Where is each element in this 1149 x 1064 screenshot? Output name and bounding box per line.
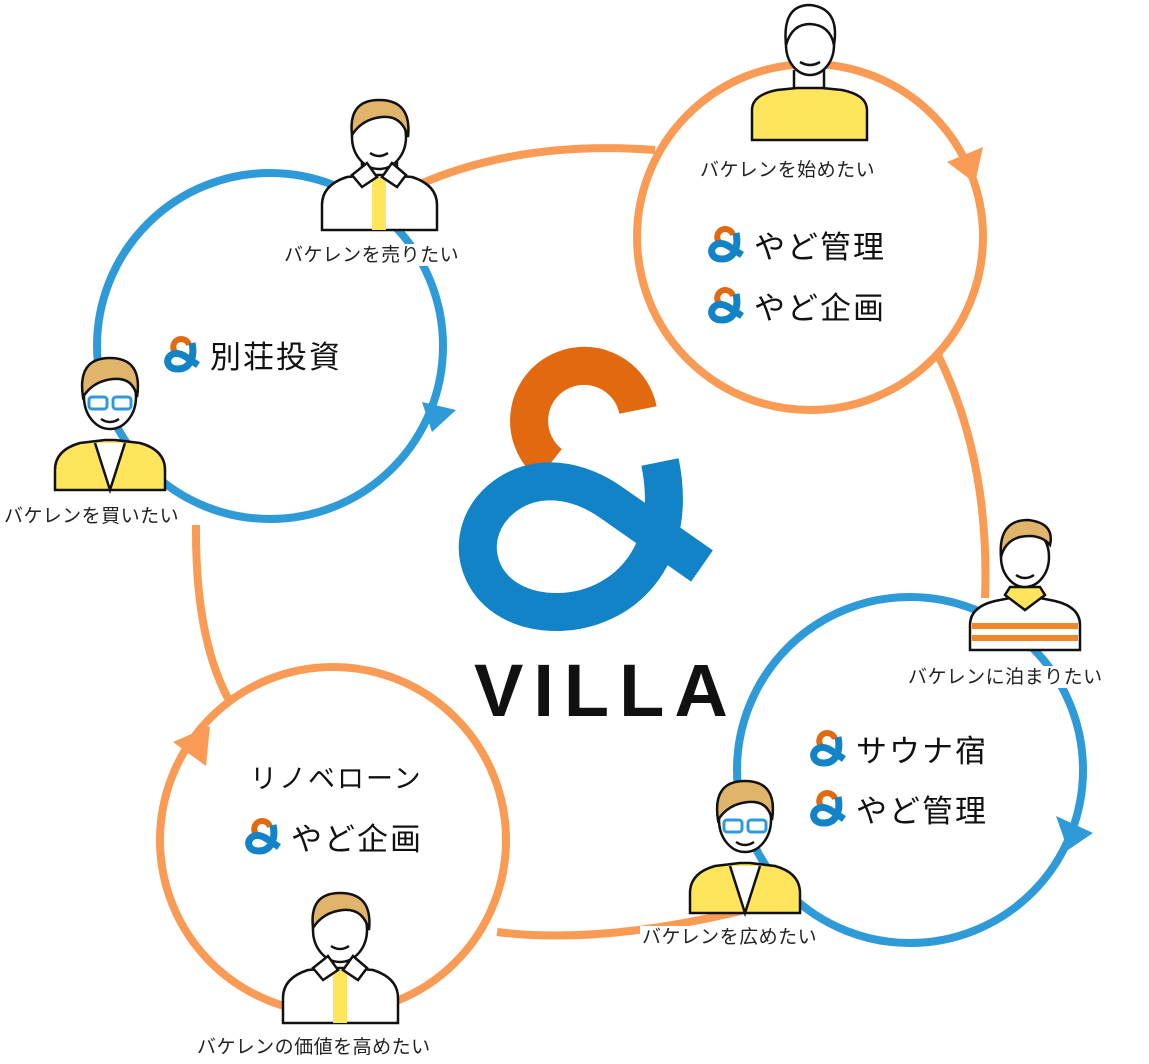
person-spread-icon <box>688 779 802 918</box>
persona-label-stay: バケレンに泊まりたい <box>906 666 1105 688</box>
arrow-investment-icon <box>422 402 456 432</box>
villa-wordmark: VILLA <box>474 649 738 732</box>
ampersand-icon <box>808 729 848 769</box>
ampersand-icon <box>706 225 746 265</box>
service-label: 別荘投資 <box>210 340 342 376</box>
connector-sell-to-start <box>416 144 656 189</box>
person-buy-icon <box>53 356 167 495</box>
arrow-stay-icon <box>1056 816 1093 850</box>
service-start-management: やど管理 <box>706 222 886 267</box>
persona-label-sell: バケレンを売りたい <box>282 244 462 266</box>
person-stay-icon <box>968 518 1082 652</box>
ampersand-icon <box>706 286 746 326</box>
service-stay-management: やど管理 <box>808 786 988 831</box>
service-start-planning: やど企画 <box>706 283 886 328</box>
persona-label-buy: バケレンを買いたい <box>2 505 182 527</box>
arrow-value-icon <box>173 726 210 766</box>
connector-start-to-stay <box>934 353 990 599</box>
service-label: やど企画 <box>291 822 423 858</box>
service-investment: 別荘投資 <box>162 332 342 377</box>
connector-buy-to-value <box>191 524 234 704</box>
person-sell-icon <box>320 98 439 232</box>
service-label: やど管理 <box>856 794 988 830</box>
connector-value-to-spread <box>496 906 746 940</box>
arrow-start-icon <box>947 147 983 183</box>
persona-label-start: バケレンを始めたい <box>698 159 878 181</box>
persona-label-spread: バケレンを広めたい <box>640 926 820 948</box>
service-value-planning: やど企画 <box>243 814 423 859</box>
person-start-icon <box>750 3 869 142</box>
service-label: やど管理 <box>754 230 886 266</box>
ampersand-icon <box>162 335 202 375</box>
connector-arcs <box>191 144 990 940</box>
service-label: やど企画 <box>754 291 886 327</box>
ampersand-logo-icon <box>458 346 713 632</box>
ring-investment <box>93 169 447 523</box>
person-value-icon <box>281 891 400 1025</box>
service-renovation-loan: リノベローン <box>250 764 423 795</box>
service-stay-sauna: サウナ宿 <box>808 726 988 771</box>
ring-stay <box>733 593 1087 947</box>
persona-label-value: バケレンの価値を高めたい <box>195 1036 433 1058</box>
service-label: サウナ宿 <box>856 734 988 770</box>
ampersand-icon <box>243 817 283 857</box>
ampersand-icon <box>808 789 848 829</box>
